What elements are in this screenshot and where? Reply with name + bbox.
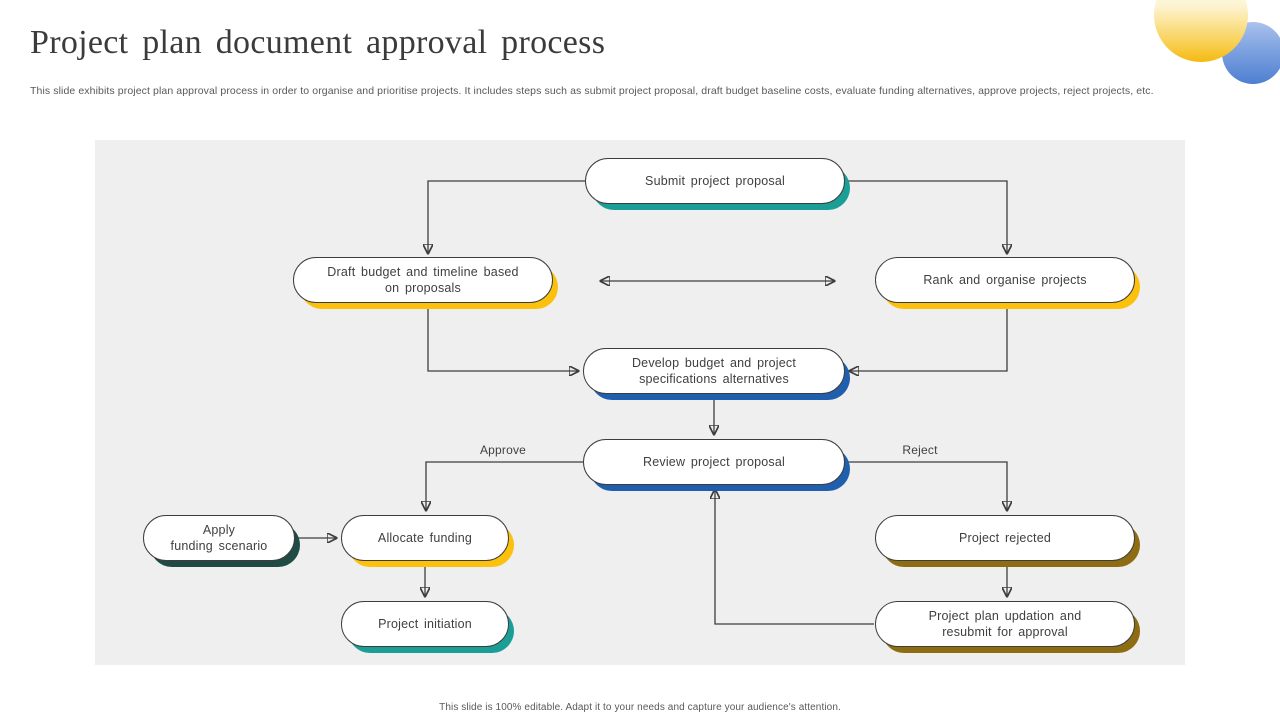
flow-node-develop-budget-specifications: Develop budget and project specification… — [583, 348, 845, 394]
flow-node-draft-budget-timeline: Draft budget and timeline based on propo… — [293, 257, 553, 303]
flow-node-project-plan-updation: Project plan updation and resubmit for a… — [875, 601, 1135, 647]
arrow-review-to-allocate — [426, 461, 583, 510]
flow-node-project-rejected: Project rejected — [875, 515, 1135, 561]
page-title: Project plan document approval process — [30, 24, 606, 61]
flow-node-allocate-funding: Allocate funding — [341, 515, 509, 561]
flow-node-submit-project-proposal: Submit project proposal — [585, 158, 845, 204]
flow-node-label: Submit project proposal — [645, 173, 785, 188]
flow-node-label: Apply funding scenario — [170, 522, 268, 553]
flow-node-label: Rank and organise projects — [923, 272, 1087, 287]
footer-note: This slide is 100% editable. Adapt it to… — [439, 702, 841, 713]
edge-label-reject: Reject — [902, 443, 938, 457]
arrow-submit-to-rank — [845, 180, 1007, 253]
arrow-draft-to-develop — [427, 304, 578, 371]
flow-node-rank-organise-projects: Rank and organise projects — [875, 257, 1135, 303]
arrow-updation-to-review — [715, 490, 874, 625]
flow-node-apply-funding-scenario: Apply funding scenario — [143, 515, 295, 561]
flow-node-label: Project rejected — [958, 530, 1052, 545]
flow-node-label: Review project proposal — [643, 454, 785, 469]
flow-node-label: Draft budget and timeline based on propo… — [327, 264, 519, 295]
flow-node-label: Allocate funding — [377, 530, 473, 545]
arrow-review-to-rejected — [845, 461, 1007, 510]
flow-node-project-initiation: Project initiation — [341, 601, 509, 647]
flow-node-review-project-proposal: Review project proposal — [583, 439, 845, 485]
edge-label-approve: Approve — [479, 443, 527, 457]
arrow-submit-to-draft — [428, 180, 585, 253]
flow-node-label: Develop budget and project specification… — [631, 355, 797, 386]
diagram-panel — [95, 140, 1185, 665]
slide-description: This slide exhibits project plan approva… — [30, 85, 1154, 97]
flow-node-label: Project initiation — [378, 616, 472, 631]
flow-node-label: Project plan updation and resubmit for a… — [928, 608, 1082, 639]
arrow-rank-to-develop — [850, 304, 1008, 371]
